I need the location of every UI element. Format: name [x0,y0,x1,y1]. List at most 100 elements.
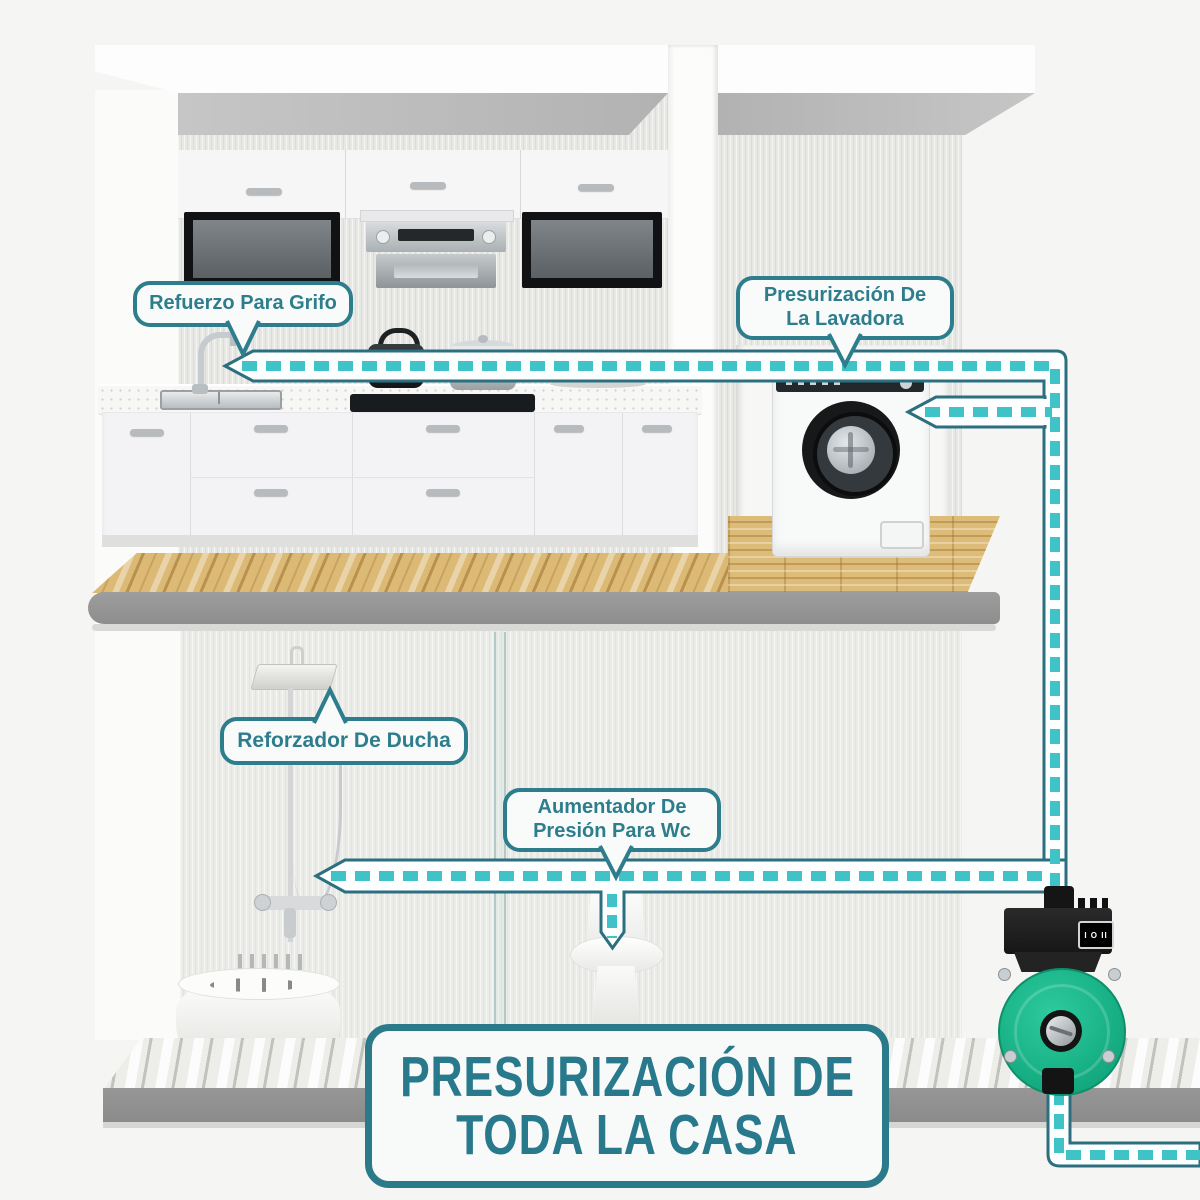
cabinet-divider [534,413,535,535]
booster-pump: I O II [992,884,1137,1098]
callout-washer-line2: La Lavadora [786,308,904,330]
panel-buttons [786,381,846,385]
pump-outlet-bottom [1042,1068,1074,1094]
title-banner: PRESURIZACIÓN DE TODA LA CASA [365,1024,889,1188]
washing-machine [772,369,930,557]
callout-faucet-label: Refuerzo Para Grifo [149,292,337,315]
counter-decor [550,364,646,388]
cabinet-handle [410,182,446,189]
washer-filter-door [880,521,924,549]
callout-pointer-down [827,333,863,370]
ceiling-right-shadow [718,93,1035,135]
drawer-split [190,477,534,478]
callout-pointer-down [225,320,261,359]
pump-bolt [1004,1050,1017,1063]
kettle [360,328,428,390]
callout-pointer-up [311,685,348,724]
pump-bolt [998,968,1011,981]
faucet-base [192,384,208,394]
callout-washer: Presurización De La Lavadora [736,276,954,370]
cabinet-divider [352,413,353,535]
cabinet-handle [642,425,672,432]
cabinet-glass-left [184,212,340,288]
drum-paddle [833,447,869,452]
upper-cabinets [178,150,668,290]
cabinet-handle [130,429,164,436]
ceiling-left-shadow [178,93,668,135]
pump-switch: I O II [1078,921,1114,949]
cabinet-handle [254,489,288,496]
panel-dial [900,377,912,389]
title-line2: TODA LA CASA [456,1103,798,1167]
callout-washer-line1: Presurización De [763,284,927,307]
flue-vent [394,264,478,278]
cabinet-divider [622,413,623,535]
kettle-body [368,344,424,388]
pot-knob [478,335,488,343]
door-drum [827,426,875,474]
pipe-junction [1042,399,1064,425]
valve-handle [254,894,271,911]
pump-bolt [1108,968,1121,981]
ceiling-right-face [700,45,1035,93]
callout-wc-line2: Presión Para Wc [533,820,691,842]
basin-fixtures [238,954,308,970]
pot-body [450,346,516,390]
callout-wc: Aumentador De Presión Para Wc [503,788,721,882]
range-hood [360,196,514,290]
cabinet-divider [345,150,346,218]
faucet-spout [230,334,236,346]
cabinet-handle [426,489,460,496]
cabinet-handle [254,425,288,432]
toilet-base [592,966,640,1028]
callout-wc-line1: Aumentador De [537,796,687,819]
screw-slot [1048,1025,1074,1037]
pump-screw [1046,1016,1076,1046]
shower-valve-bar [262,896,326,910]
cabinet-handle [426,425,460,432]
glass-pane [531,220,653,278]
stove-cooktop [350,394,535,412]
washer-control-panel [776,374,924,392]
sink-divider [218,392,220,404]
callout-shower-label: Reforzador De Ducha [237,728,451,752]
cabinet-divider [520,150,521,218]
kettle-spout [360,350,372,366]
washer-door [802,401,900,499]
kitchen-faucet [192,332,240,394]
title-line1: PRESURIZACIÓN DE [399,1044,855,1109]
callout-faucet: Refuerzo Para Grifo [133,281,353,359]
decor-fruit [614,366,630,379]
cabinet-handle [554,425,584,432]
cabinet-divider [190,413,191,535]
upper-floor-slab [88,592,1000,624]
upper-floor-edge [92,624,996,631]
hood-top [360,210,514,222]
valve-diverter [284,908,296,938]
pump-volute [998,968,1126,1096]
base-cabinets [102,412,698,547]
kick-plate [102,535,698,547]
cabinet-glass-right [522,212,662,288]
basin-jets [210,978,300,992]
decor-fruit [578,364,596,379]
hood-knob [482,230,496,244]
hood-display [398,229,474,241]
valve-handle [320,894,337,911]
hood-flue [376,254,496,288]
pump-neck [1013,952,1103,972]
decor-fruit [560,368,578,382]
callout-pointer-down [598,845,634,882]
cooking-pot [450,335,516,392]
cabinet-handle [246,188,282,195]
glass-pane [193,220,331,278]
kettle-handle [378,328,420,353]
toilet-tank [586,882,646,944]
toilet [566,880,666,1040]
kitchen-counter [98,328,702,560]
pump-bolt [1102,1050,1115,1063]
pump-ribs [1078,898,1108,908]
hood-knob [376,230,390,244]
cabinet-handle [578,184,614,191]
